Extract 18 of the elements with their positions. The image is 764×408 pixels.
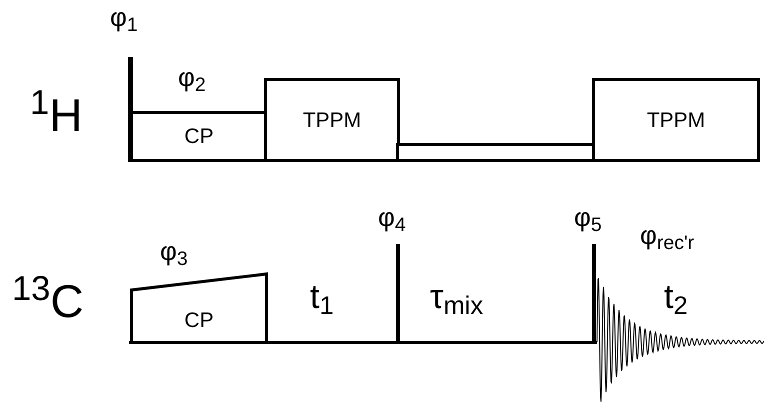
sequence-label: φ$_{1}$ bbox=[110, 4, 138, 30]
phase-label: φ$_{2}$ bbox=[178, 64, 206, 90]
pulse-block bbox=[130, 272, 268, 344]
sequence-label: φ$_{4}$ bbox=[378, 204, 406, 230]
block-label: TPPM bbox=[646, 110, 706, 130]
sequence-label: τ$_{mix}$ bbox=[430, 280, 484, 314]
phase-label: φ$_{3}$ bbox=[160, 238, 188, 264]
sequence-label: $^{13}$C bbox=[12, 278, 84, 324]
block-label: CP bbox=[184, 310, 214, 330]
pulse-block bbox=[592, 78, 760, 162]
block-label: TPPM bbox=[302, 110, 362, 130]
sequence-label: $^{1}$H bbox=[30, 92, 82, 138]
sequence-label: t$_{1}$ bbox=[310, 280, 334, 314]
pulse-block bbox=[264, 78, 400, 162]
sequence-label: t$_{2}$ bbox=[664, 280, 688, 314]
block-label: CP bbox=[184, 126, 214, 147]
sequence-label: φ$_{5}$ bbox=[574, 204, 602, 230]
sequence-label: φ$_{rec'r}$ bbox=[640, 222, 694, 248]
